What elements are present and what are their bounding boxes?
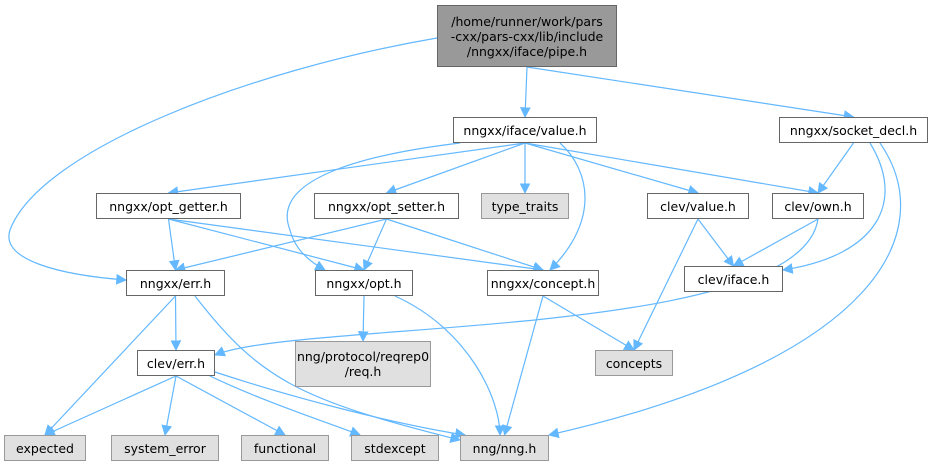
node-type-traits: type_traits [481,193,569,219]
edge-clev-err-to-expected [44,375,177,436]
node-socket-decl[interactable]: nngxx/socket_decl.h [779,117,928,143]
edge-clev-err-to-functional [175,375,286,436]
node-value-h[interactable]: nngxx/iface/value.h [453,117,597,143]
edge-err-to-nng [194,295,462,443]
node-opt-getter[interactable]: nngxx/opt_getter.h [96,193,241,219]
node-pipe[interactable]: /home/runner/work/pars -cxx/pars-cxx/lib… [437,5,617,67]
edge-err-to-clev-err [170,295,182,352]
node-clev-iface[interactable]: clev/iface.h [684,266,783,292]
edge-opt-to-nng [394,295,506,437]
node-system-error: system_error [111,435,219,461]
node-concepts: concepts [595,350,673,376]
edge-pipe-to-socket-decl [526,66,855,121]
node-req: nng/protocol/reqrep0 /req.h [295,341,431,387]
edge-socket-decl-to-nng [547,142,901,439]
edge-value-h-to-opt-setter [385,142,526,195]
edge-clev-err-to-system-error [161,375,177,437]
edge-opt-setter-to-concept [386,218,545,273]
node-expected: expected [4,435,86,461]
edge-clev-own-to-clev-err [214,218,819,357]
node-functional: functional [241,435,329,461]
edge-value-h-to-clev-value [524,142,700,196]
edge-clev-own-to-clev-iface [732,218,819,267]
edge-value-h-to-clev-own [524,142,820,197]
edge-opt-setter-to-err [174,218,387,273]
edge-value-h-to-opt-getter [167,142,526,197]
node-concept[interactable]: nngxx/concept.h [487,270,599,296]
node-clev-own[interactable]: clev/own.h [772,193,864,219]
edge-err-to-expected [44,295,176,436]
node-opt[interactable]: nngxx/opt.h [315,270,413,296]
edge-value-h-to-opt [286,142,461,271]
node-opt-setter[interactable]: nngxx/opt_setter.h [314,193,459,219]
node-clev-value[interactable]: clev/value.h [647,193,749,219]
edge-clev-err-to-stdexcept [209,375,362,437]
edge-opt-setter-to-opt [362,218,388,271]
edge-clev-err-to-nng [214,371,467,439]
node-stdexcept: stdexcept [351,435,439,461]
edge-concept-to-nng [501,295,544,437]
edge-opt-getter-to-opt [168,218,366,273]
node-nng: nng/nng.h [460,435,549,461]
edge-pipe-to-err [8,37,438,285]
edge-value-h-to-concept [549,142,586,271]
edge-opt-to-req [357,295,369,343]
node-err[interactable]: nngxx/err.h [126,270,225,296]
edge-socket-decl-to-clev-iface [781,142,886,274]
edge-concept-to-concepts [542,295,635,351]
edge-clev-value-to-clev-iface [697,218,735,267]
edge-opt-getter-to-concept [168,218,545,275]
edge-socket-decl-to-clev-own [817,142,854,194]
edge-clev-value-to-concepts [633,218,699,351]
edge-pipe-to-value-h [519,66,531,119]
edge-opt-getter-to-err [167,218,180,272]
node-clev-err[interactable]: clev/err.h [137,350,215,376]
